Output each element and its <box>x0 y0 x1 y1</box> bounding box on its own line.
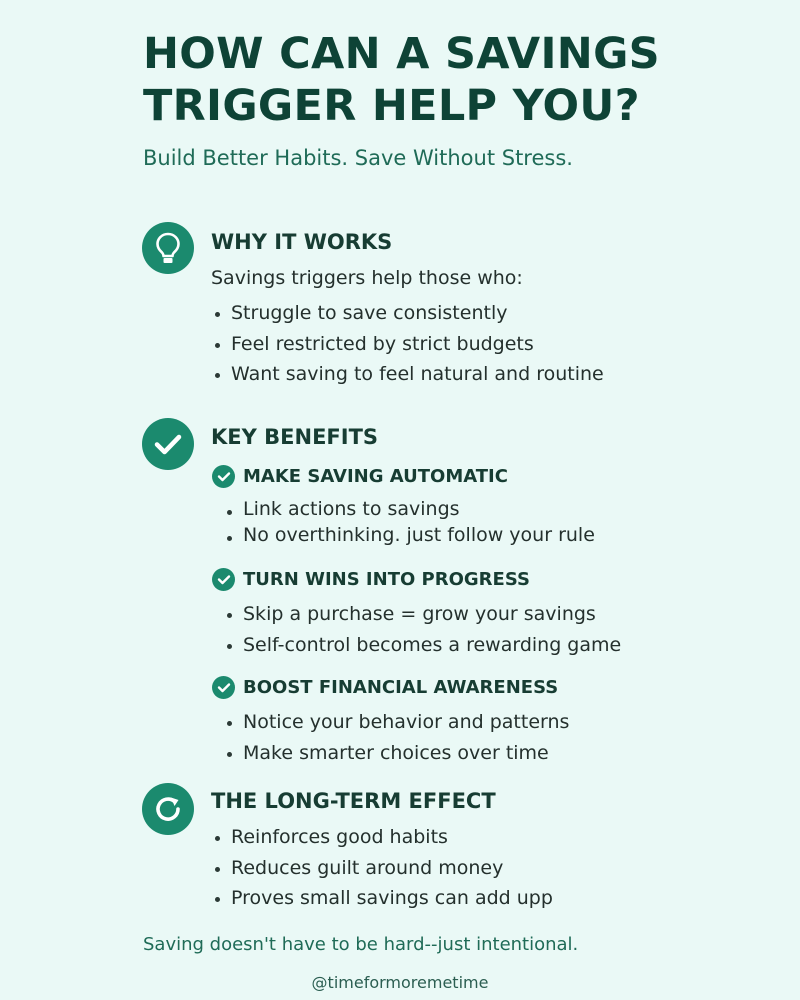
benefit-heading-2: TURN WINS INTO PROGRESS <box>212 568 530 591</box>
title-line-1: HOW CAN A SAVINGS <box>143 29 660 79</box>
page-subtitle: Build Better Habits. Save Without Stress… <box>143 146 573 170</box>
title-line-2: TRIGGER HELP YOU? <box>143 81 640 131</box>
benefit-2-bullet-list: Skip a purchase = grow your savings Self… <box>223 599 621 660</box>
benefit-heading-label: TURN WINS INTO PROGRESS <box>243 569 530 590</box>
footer-tagline: Saving doesn't have to be hard--just int… <box>143 934 579 955</box>
checkmark-icon <box>142 418 194 470</box>
list-item: Proves small savings can add upp <box>211 883 553 914</box>
check-circle-icon <box>212 568 235 591</box>
benefit-3-bullet-list: Notice your behavior and patterns Make s… <box>223 707 569 768</box>
list-item: Notice your behavior and patterns <box>223 707 569 738</box>
list-item: Feel restricted by strict budgets <box>211 329 604 360</box>
why-bullet-list: Struggle to save consistently Feel restr… <box>211 298 604 390</box>
section-heading-benefits: KEY BENEFITS <box>211 425 379 449</box>
section-heading-why: WHY IT WORKS <box>211 230 393 254</box>
check-circle-icon <box>212 465 235 488</box>
social-handle: @timeformoremetime <box>311 973 489 992</box>
list-item: No overthinking. just follow your rule <box>223 522 595 548</box>
list-item: Make smarter choices over time <box>223 738 569 769</box>
why-intro-text: Savings triggers help those who: <box>211 267 523 289</box>
list-item: Reduces guilt around money <box>211 853 553 884</box>
benefit-heading-label: BOOST FINANCIAL AWARENESS <box>243 677 559 698</box>
benefit-heading-label: MAKE SAVING AUTOMATIC <box>243 466 508 487</box>
check-circle-icon <box>212 676 235 699</box>
list-item: Want saving to feel natural and routine <box>211 359 604 390</box>
benefit-heading-3: BOOST FINANCIAL AWARENESS <box>212 676 558 699</box>
list-item: Reinforces good habits <box>211 822 553 853</box>
benefit-1-bullet-list: Link actions to savings No overthinking.… <box>223 496 595 548</box>
list-item: Self-control becomes a rewarding game <box>223 630 621 661</box>
list-item: Link actions to savings <box>223 496 595 522</box>
list-item: Struggle to save consistently <box>211 298 604 329</box>
refresh-icon <box>142 783 194 835</box>
section-heading-longterm: THE LONG-TERM EFFECT <box>211 789 496 813</box>
lightbulb-icon <box>142 222 194 274</box>
longterm-bullet-list: Reinforces good habits Reduces guilt aro… <box>211 822 553 914</box>
list-item: Skip a purchase = grow your savings <box>223 599 621 630</box>
page-title: HOW CAN A SAVINGS TRIGGER HELP YOU? <box>143 28 660 132</box>
benefit-heading-1: MAKE SAVING AUTOMATIC <box>212 465 508 488</box>
